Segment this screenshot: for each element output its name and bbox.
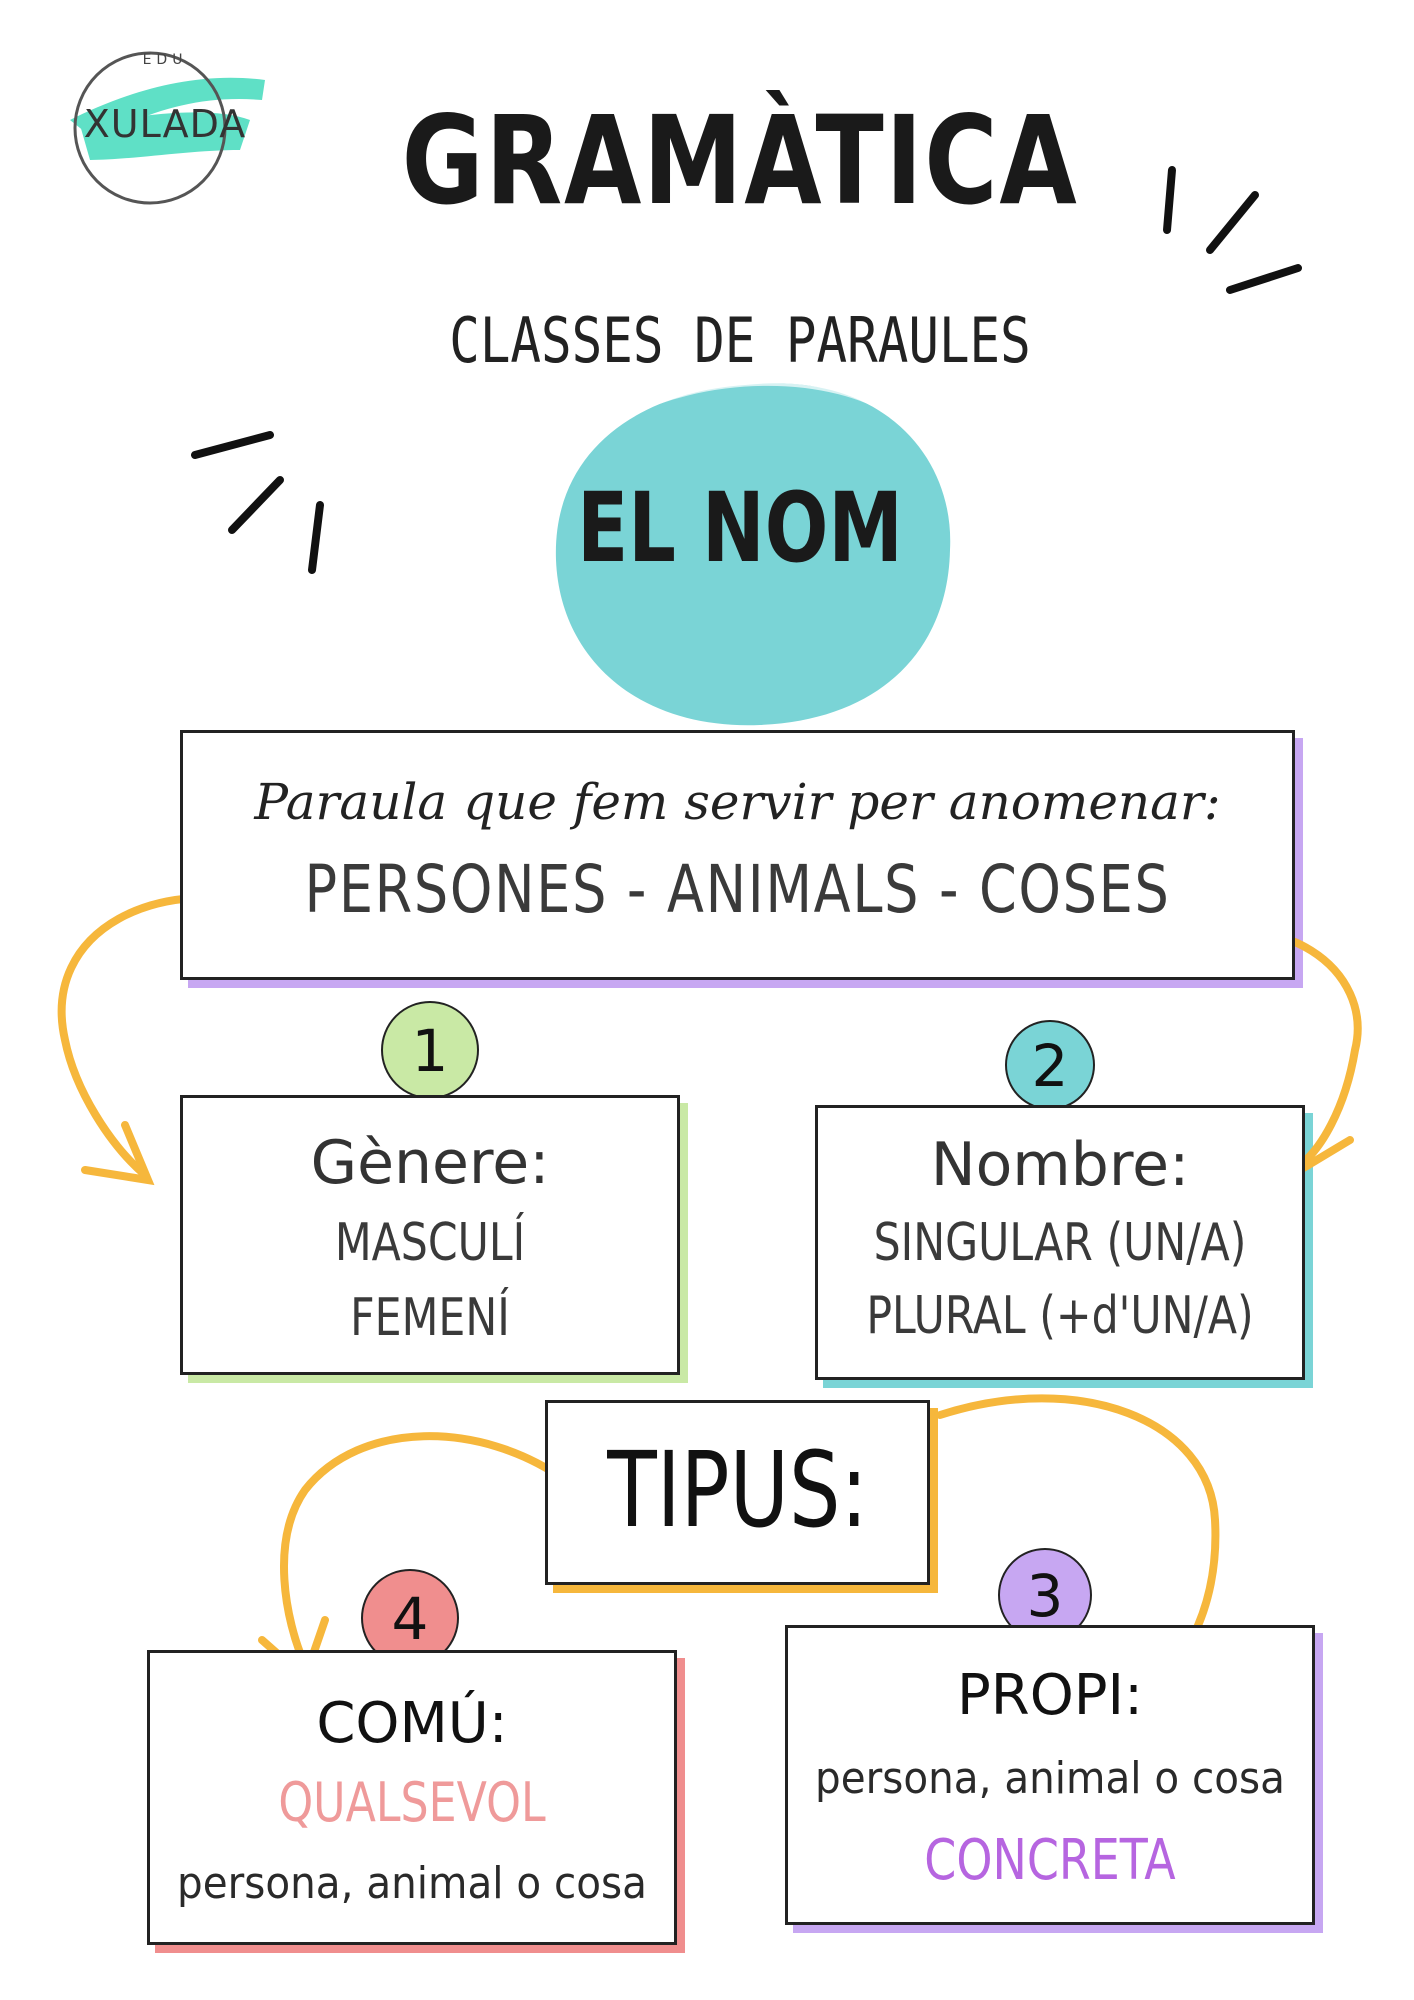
comu-box: COMÚ: QUALSEVOL persona, animal o cosa [147,1650,677,1945]
definition-intro: Paraula que fem servir per anomenar: [254,773,1221,831]
topic-title: EL NOM [577,472,903,584]
nombre-heading: Nombre: [930,1130,1190,1200]
page-subtitle: CLASSES DE PARAULES [449,304,1031,377]
genere-line-2: FEMENÍ [350,1288,510,1348]
emphasis-strokes-left [191,431,324,574]
logo-wordmark: XULADA [83,102,247,146]
nombre-box: Nombre: SINGULAR (UN/A) PLURAL (+d'UN/A) [815,1105,1305,1380]
comu-highlight: QUALSEVOL [278,1771,546,1834]
badge-3: 3 [1026,1562,1064,1630]
badge-4: 4 [391,1585,429,1653]
propi-heading: PROPI: [957,1663,1143,1728]
arrow-to-comu [280,1432,569,1669]
tipus-label: TIPUS: [607,1429,868,1551]
propi-box: PROPI: persona, animal o cosa CONCRETA [785,1625,1315,1925]
badge-2: 2 [1031,1032,1069,1100]
genere-heading: Gènere: [310,1128,550,1198]
page-title: GRAMÀTICA [401,90,1079,232]
comu-heading: COMÚ: [316,1691,508,1756]
genere-line-1: MASCULÍ [334,1213,526,1273]
nombre-line-1: SINGULAR (UN/A) [873,1213,1247,1273]
logo-graphic [70,51,265,205]
comu-description: persona, animal o cosa [177,1858,647,1909]
emphasis-strokes-top-right [1163,166,1302,294]
badge-1: 1 [411,1017,449,1085]
logo-top-text: EDU [142,52,188,68]
propi-highlight: CONCRETA [924,1828,1176,1893]
teal-blob [555,383,951,726]
logo: EDU XULADA [60,40,270,215]
propi-description: persona, animal o cosa [815,1753,1285,1804]
definition-list: PERSONES - ANIMALS - COSES [304,851,1171,928]
nombre-line-2: PLURAL (+d'UN/A) [866,1286,1254,1346]
definition-box: Paraula que fem servir per anomenar: PER… [180,730,1295,980]
genere-box: Gènere: MASCULÍ FEMENÍ [180,1095,680,1375]
tipus-box: TIPUS: [545,1400,930,1585]
